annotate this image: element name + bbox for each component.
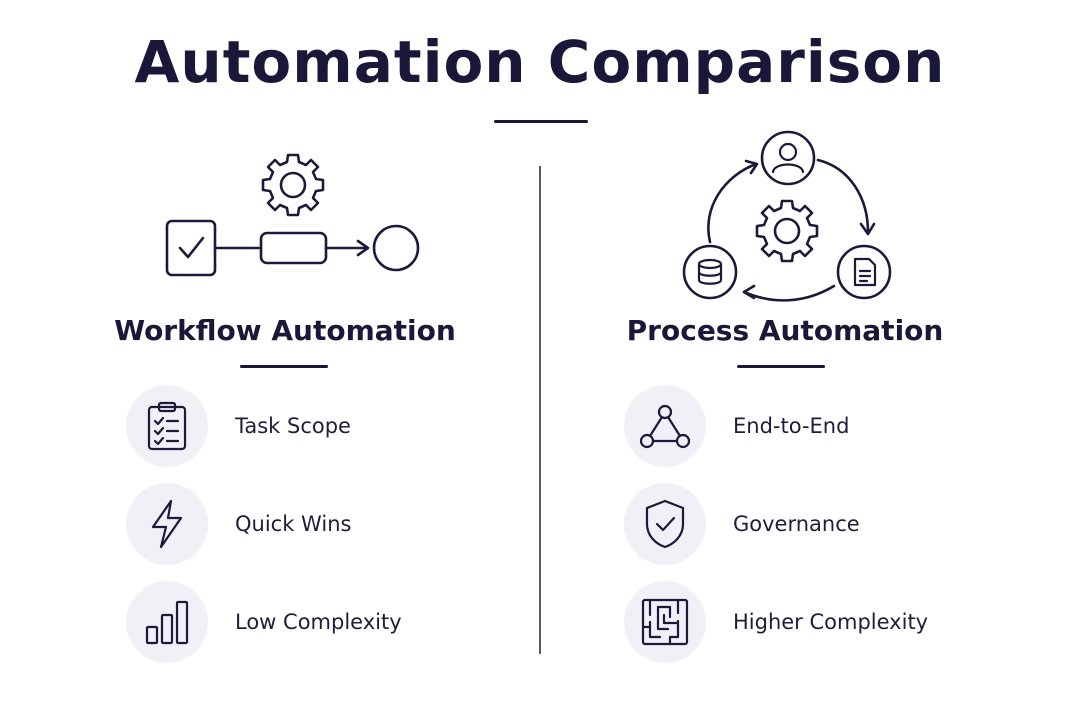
feature-task-scope: Task Scope (126, 385, 351, 467)
workflow-heading: Workflow Automation (114, 314, 456, 347)
feature-label: Governance (733, 512, 860, 536)
maze-icon (641, 598, 689, 646)
feature-quick-wins: Quick Wins (126, 483, 351, 565)
feature-higher-complexity: Higher Complexity (624, 581, 928, 663)
document-icon (836, 244, 892, 300)
checkbox-icon (165, 219, 217, 277)
gear-icon (261, 153, 325, 217)
feature-label: Quick Wins (235, 512, 352, 536)
workflow-heading-underline (240, 365, 328, 368)
page-title: Automation Comparison (134, 28, 946, 96)
center-divider (539, 166, 541, 654)
process-heading-underline (737, 365, 825, 368)
workflow-flow-icon (165, 153, 420, 277)
feature-end-to-end: End-to-End (624, 385, 849, 467)
end-circle-icon (372, 224, 420, 272)
title-underline (494, 120, 588, 123)
bar-chart-icon (145, 600, 189, 645)
cycle-arrow (742, 284, 836, 302)
cycle-arrow (816, 158, 870, 234)
clipboard-checklist-icon (147, 401, 187, 451)
process-heading: Process Automation (626, 314, 944, 347)
feature-label: Task Scope (235, 414, 351, 438)
feature-low-complexity: Low Complexity (126, 581, 402, 663)
process-cycle-icon (682, 130, 892, 302)
workflow-diagram (160, 145, 430, 285)
feature-label: Low Complexity (235, 610, 402, 634)
lightning-icon (151, 499, 183, 549)
cycle-arrow (707, 162, 758, 244)
feature-label: Higher Complexity (733, 610, 929, 634)
feature-label: End-to-End (733, 414, 850, 438)
gear-icon (755, 199, 819, 263)
feature-governance: Governance (624, 483, 860, 565)
process-cycle-diagram (672, 128, 904, 310)
user-icon (760, 130, 816, 186)
database-icon (682, 244, 738, 300)
network-nodes-icon (639, 404, 691, 449)
shield-check-icon (645, 499, 685, 549)
process-step-icon (259, 231, 328, 265)
